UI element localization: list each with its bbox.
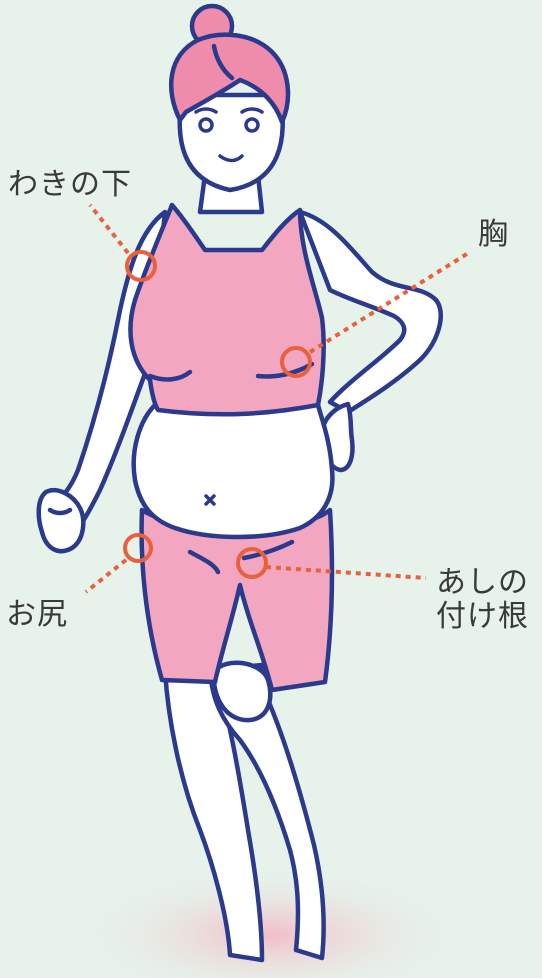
label-chest: 胸 — [478, 218, 509, 252]
belly — [134, 405, 333, 537]
leader-buttocks — [86, 560, 126, 592]
label-groin-line2: 付け根 — [436, 600, 529, 634]
label-buttocks: お尻 — [6, 598, 68, 632]
label-groin-line1: あしの — [436, 566, 529, 600]
floor-shadow — [70, 865, 470, 978]
sports-bra — [130, 205, 323, 414]
label-groin: あしの 付け根 — [436, 566, 529, 634]
leader-armpit — [90, 205, 128, 253]
label-armpit: わきの下 — [8, 168, 132, 202]
left-fist — [39, 490, 84, 551]
